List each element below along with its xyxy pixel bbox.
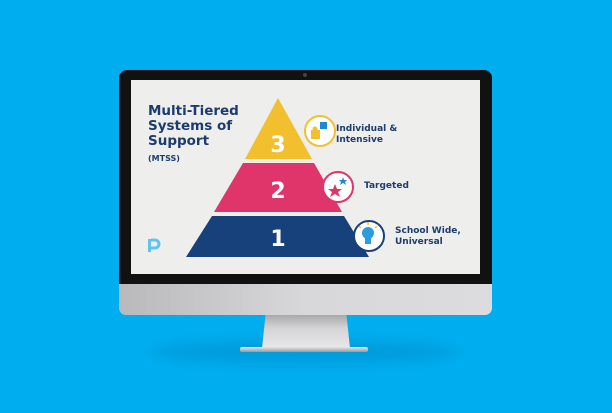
monitor-chin (119, 284, 492, 315)
tier-1-number: 1 (270, 227, 285, 252)
tier-3-label-line1: Individual & (336, 124, 398, 134)
tier-2-label-line1: Targeted (364, 181, 409, 191)
star-icon (322, 171, 354, 203)
tier-2-label: Targeted (364, 181, 409, 192)
tier-2-number: 2 (270, 179, 285, 204)
puzzle-icon (304, 115, 336, 147)
tier-2 (214, 163, 342, 212)
tier-3-label-line2: Intensive (336, 135, 383, 145)
diagram-abbreviation: (MTSS) (148, 154, 180, 163)
diagram-title: Multi-Tiered Systems of Support (148, 103, 239, 149)
monitor-stand (262, 315, 350, 348)
tier-1-label-line2: Universal (395, 237, 443, 247)
tier-1-label-line1: School Wide, (395, 226, 461, 236)
logo (148, 238, 161, 252)
tier-3-number: 3 (270, 133, 285, 158)
tier-1-label: School Wide, Universal (395, 226, 461, 248)
tier-3-label: Individual & Intensive (336, 124, 397, 146)
camera-icon (303, 73, 307, 77)
tier-3 (245, 98, 312, 159)
monitor-foot (240, 347, 368, 352)
lightbulb-icon (353, 220, 385, 252)
tier-1 (186, 216, 369, 257)
